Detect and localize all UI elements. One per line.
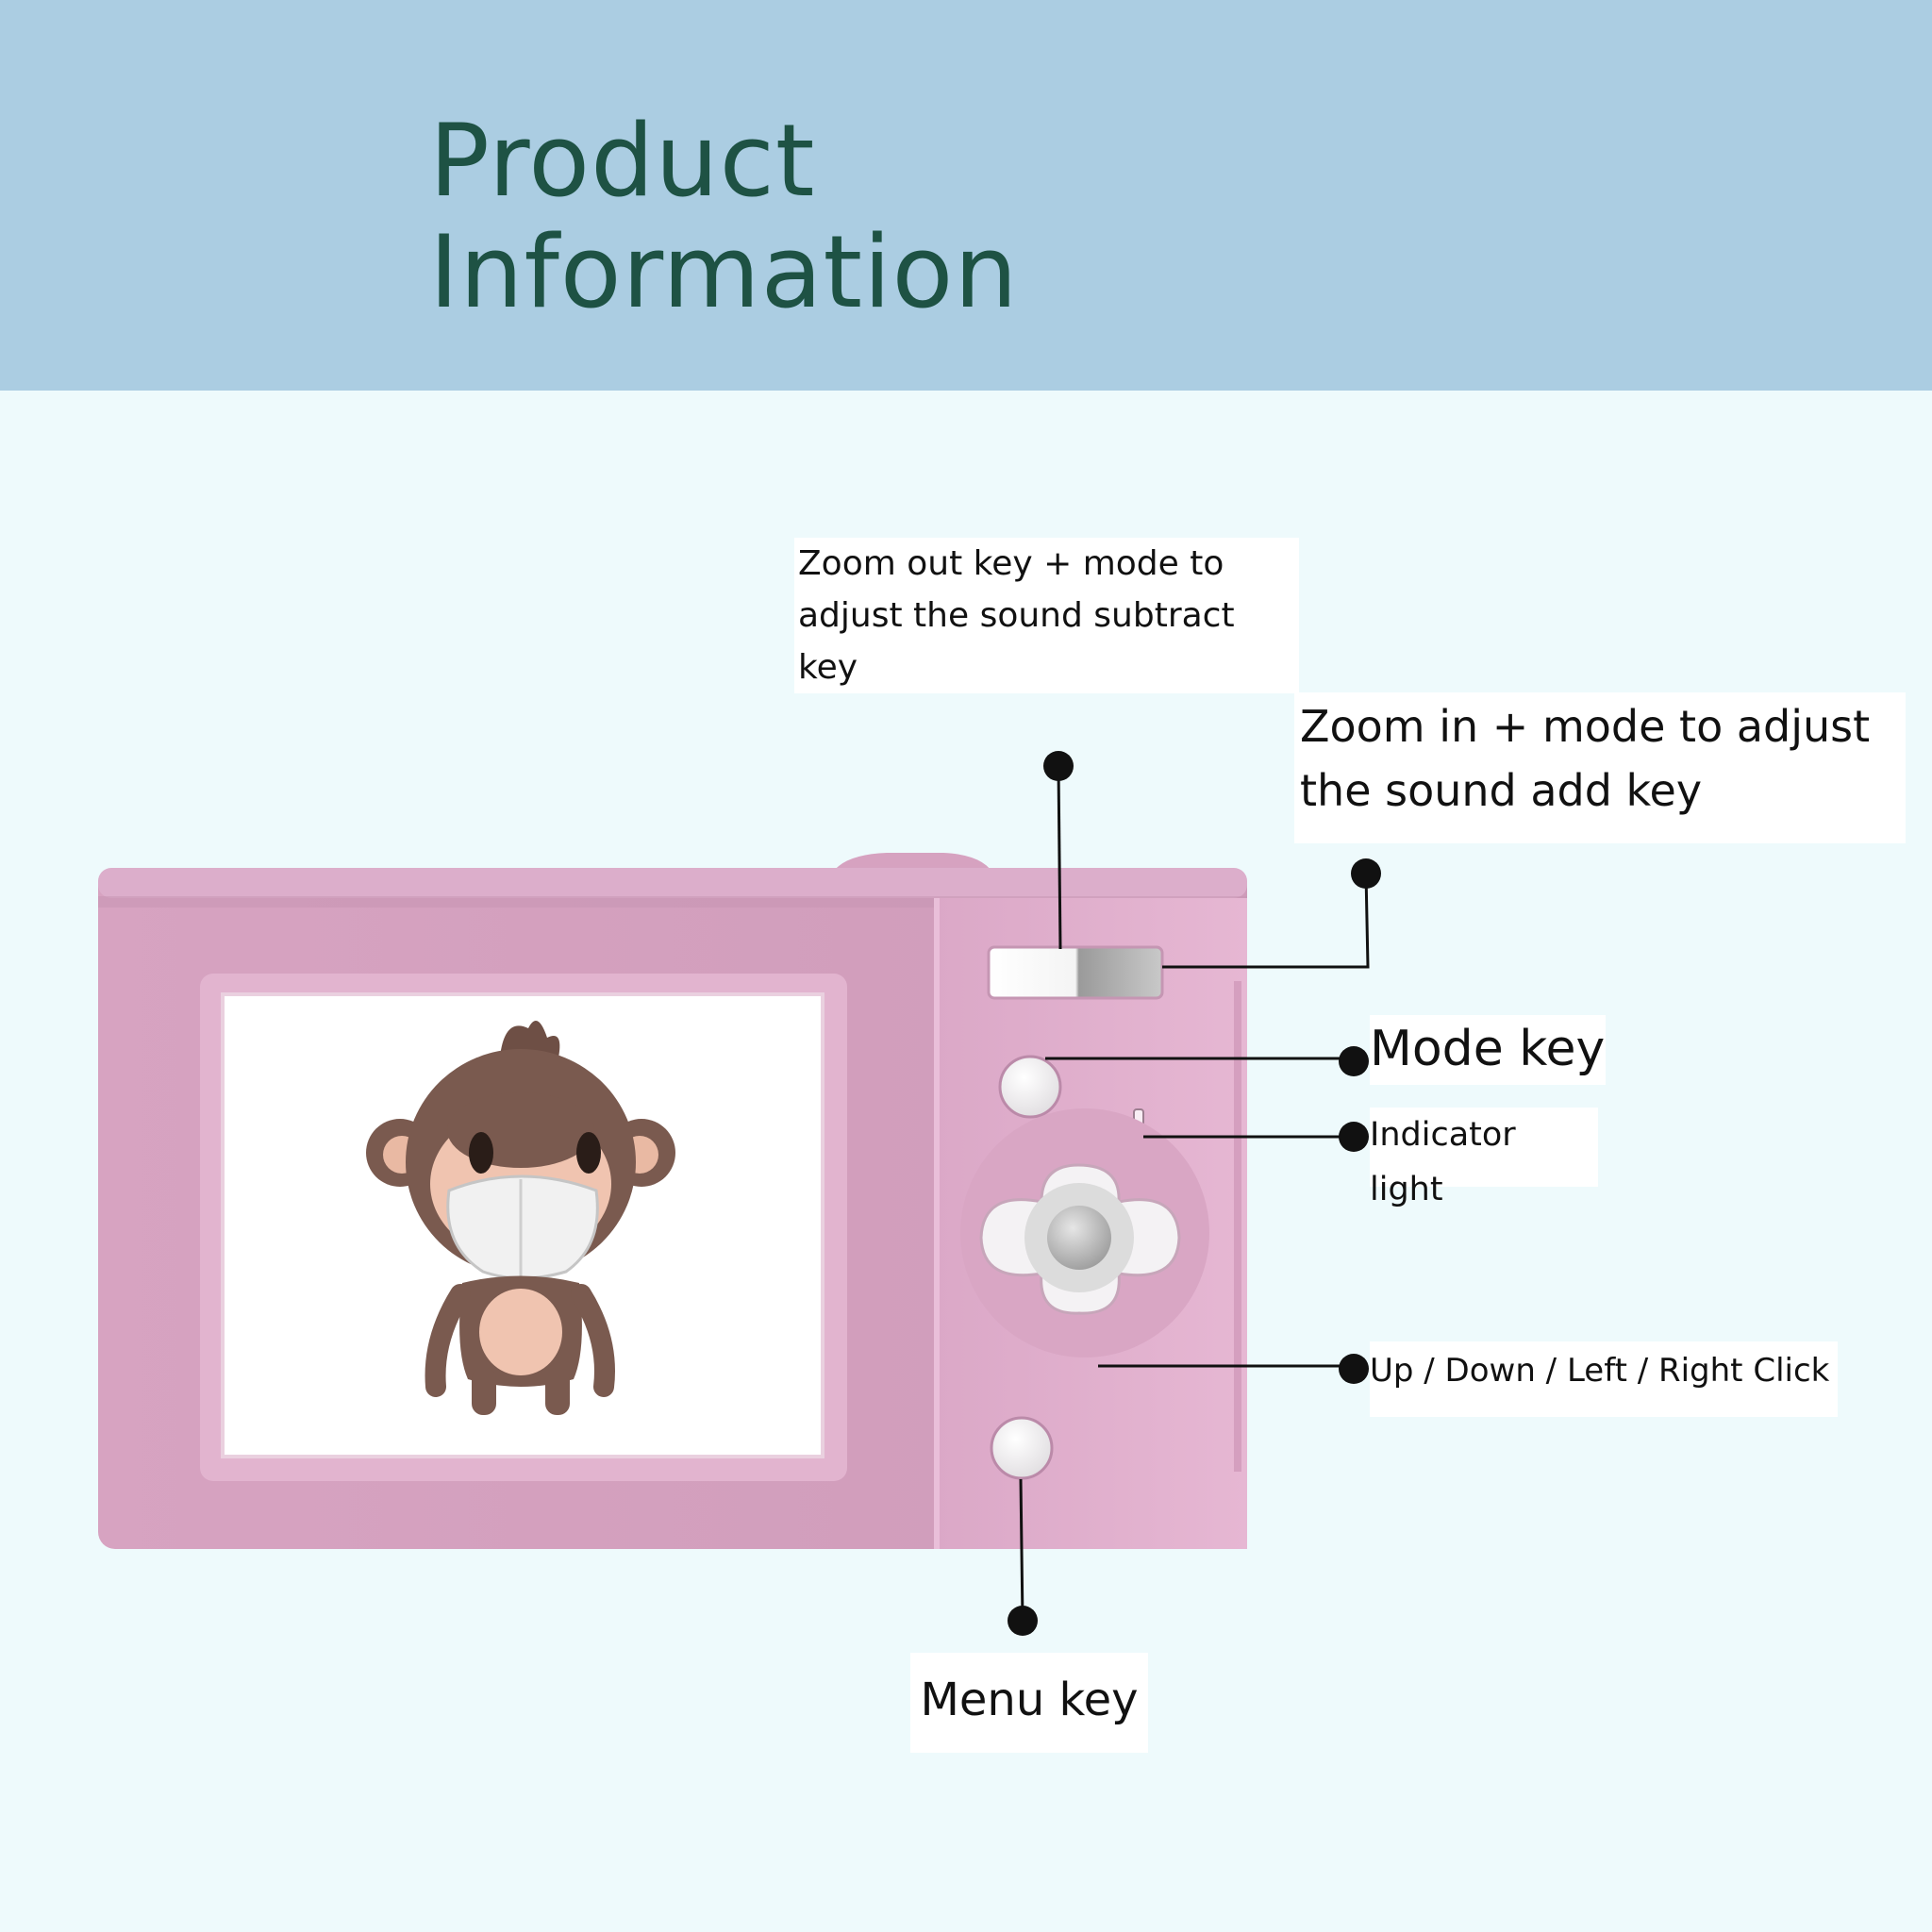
title-line-2: Information bbox=[429, 214, 1019, 330]
callout-dot-zoom-out bbox=[1043, 751, 1074, 781]
callout-line-zoom-out bbox=[1057, 765, 1062, 950]
label-mode-key: Mode key bbox=[1370, 1015, 1606, 1085]
callout-line-menu bbox=[1019, 1478, 1024, 1622]
callout-dots bbox=[1008, 751, 1381, 1636]
label-dpad: Up / Down / Left / Right Click bbox=[1370, 1341, 1838, 1417]
header-banner bbox=[0, 0, 1932, 391]
callout-line-zoom-in bbox=[1162, 873, 1370, 969]
callout-dot-menu bbox=[1008, 1606, 1038, 1636]
label-menu-key: Menu key bbox=[910, 1653, 1148, 1753]
callout-dot-mode bbox=[1339, 1046, 1369, 1076]
camera-body-icon bbox=[98, 853, 1247, 1549]
callout-dot-zoom-in bbox=[1351, 858, 1381, 889]
label-zoom-in-line-1: Zoom in + mode to adjust bbox=[1300, 701, 1871, 752]
monkey-character-icon bbox=[366, 1021, 675, 1415]
label-indicator-light: Indicator light bbox=[1370, 1108, 1598, 1208]
label-zoom-out-line-1: Zoom out key + mode to bbox=[798, 544, 1224, 583]
page-title: Product Information bbox=[429, 106, 1019, 328]
callout-dot-indicator bbox=[1339, 1122, 1369, 1152]
label-zoom-in-key: Zoom in + mode to adjust the sound add k… bbox=[1294, 692, 1906, 843]
label-zoom-out-line-2: adjust the sound subtract key bbox=[798, 596, 1235, 687]
label-zoom-in-line-2: the sound add key bbox=[1300, 765, 1703, 816]
callout-dot-dpad bbox=[1339, 1354, 1369, 1384]
title-line-1: Product bbox=[429, 103, 816, 219]
label-zoom-out-key: Zoom out key + mode to adjust the sound … bbox=[794, 538, 1299, 693]
callout-lines bbox=[1019, 765, 1370, 1622]
